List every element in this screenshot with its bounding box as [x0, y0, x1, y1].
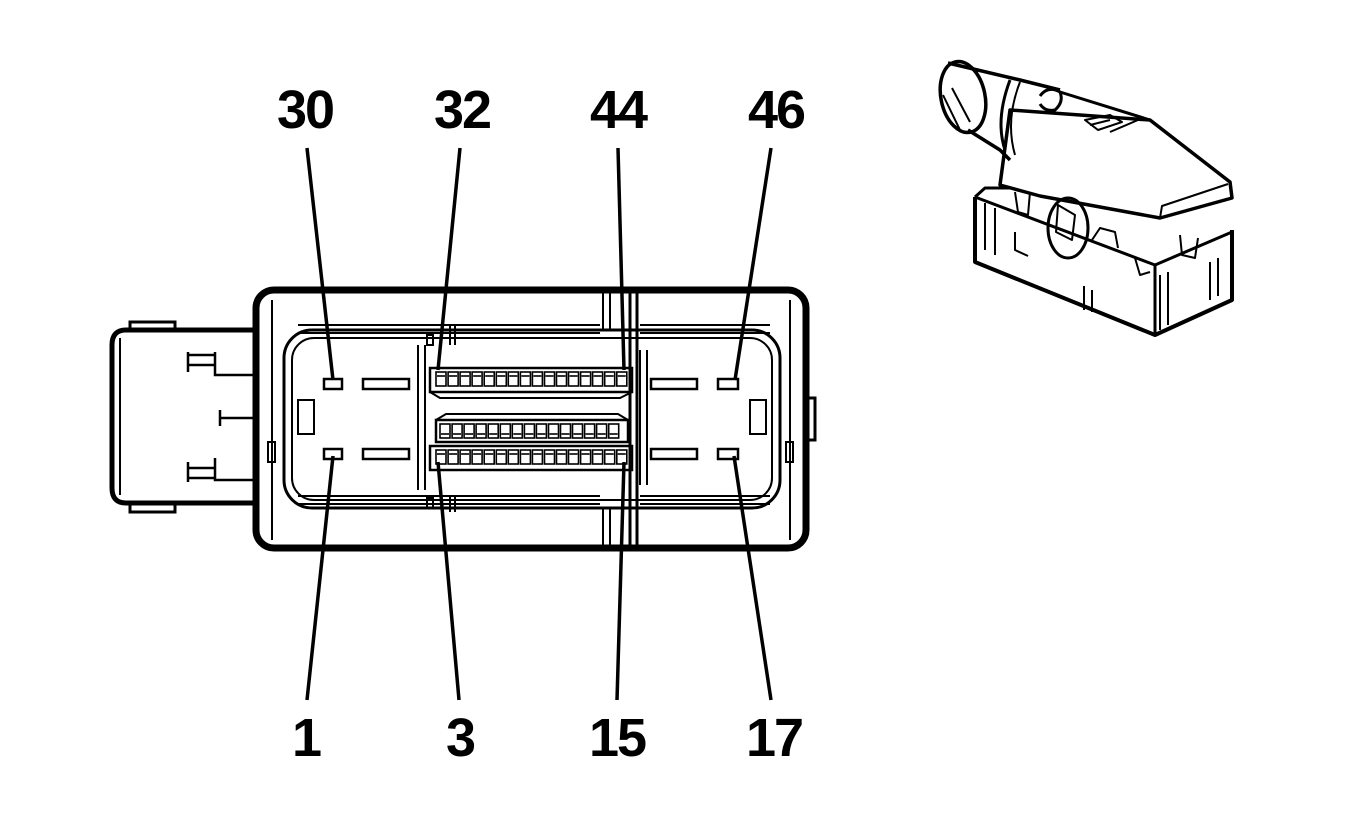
pin-label-1: 1: [292, 708, 321, 768]
terminal-cell: [591, 371, 604, 387]
terminal-cell: [475, 423, 487, 439]
pin-label-17: 17: [746, 708, 802, 768]
terminal-cell: [595, 423, 608, 439]
pin-labels: 30 32 44 46 1 3 15 17: [277, 80, 807, 768]
terminal-cell: [507, 449, 520, 465]
terminal-cell: [523, 423, 536, 439]
terminal-cell: [603, 449, 616, 465]
terminal-cell: [571, 423, 584, 439]
connector-housing-outer: [252, 286, 810, 552]
terminal-row-middle: [434, 418, 630, 444]
large-terminal-cavities: [322, 377, 740, 461]
connector-face-view: [109, 286, 817, 552]
leader-line-3: [436, 461, 461, 701]
terminal-cell: [547, 423, 560, 439]
terminal-cell: [531, 371, 544, 387]
pin-label-30: 30: [277, 80, 333, 140]
terminal-cell: [579, 449, 592, 465]
terminal-cell: [603, 371, 616, 387]
terminal-cell: [615, 449, 628, 465]
terminal-cell: [447, 449, 459, 465]
terminal-cell: [579, 371, 592, 387]
terminal-cell: [519, 371, 532, 387]
terminal-cell: [591, 449, 604, 465]
terminal-cell: [495, 371, 508, 387]
terminal-cell: [559, 423, 572, 439]
terminal-cell: [567, 371, 580, 387]
terminal-cell: [447, 371, 459, 387]
terminal-row-upper: [428, 366, 634, 394]
terminal-cell: [543, 371, 556, 387]
terminal-cell: [471, 371, 483, 387]
terminal-cell: [483, 449, 496, 465]
terminal-cell: [519, 449, 532, 465]
terminal-cell: [487, 423, 500, 439]
leader-line-30: [305, 147, 335, 381]
terminal-cell: [459, 449, 471, 465]
leader-line-44: [616, 147, 626, 371]
connector-seal: [282, 328, 782, 510]
terminal-cell: [507, 371, 520, 387]
pin-label-3: 3: [446, 708, 475, 768]
terminal-cell: [451, 423, 463, 439]
pin-label-44: 44: [590, 80, 648, 140]
terminal-cell: [607, 423, 620, 439]
terminal-cell: [435, 371, 447, 387]
terminal-cell: [535, 423, 548, 439]
terminal-cell: [615, 371, 628, 387]
terminal-cell: [555, 371, 568, 387]
terminal-cell: [555, 449, 568, 465]
leader-line-1: [305, 455, 335, 701]
terminal-cell: [483, 371, 496, 387]
terminal-cell: [463, 423, 475, 439]
pin-label-32: 32: [434, 80, 490, 140]
terminal-cell: [435, 449, 447, 465]
terminal-cell: [511, 423, 524, 439]
terminal-row-lower: [428, 444, 634, 472]
pin-label-46: 46: [748, 80, 805, 140]
terminal-cell: [583, 423, 596, 439]
terminal-cell: [531, 449, 544, 465]
connector-latch: [109, 320, 258, 514]
terminal-cell: [543, 449, 556, 465]
terminal-cell: [495, 449, 508, 465]
terminal-cell: [567, 449, 580, 465]
terminal-cell: [439, 423, 451, 439]
terminal-cell: [459, 371, 471, 387]
small-terminal-rows: [428, 366, 634, 472]
leader-line-46: [733, 147, 773, 381]
pin-label-15: 15: [589, 708, 646, 768]
leader-line-15: [615, 461, 626, 701]
terminal-cell: [499, 423, 512, 439]
terminal-cell: [471, 449, 483, 465]
connector-isometric-view: [938, 59, 1234, 337]
